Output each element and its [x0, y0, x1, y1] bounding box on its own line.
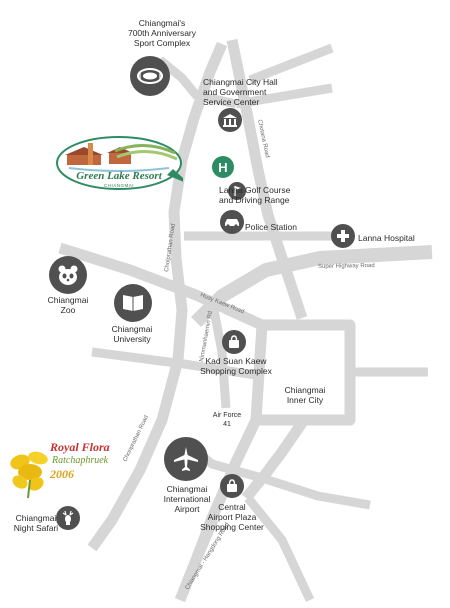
resort-marker[interactable]: H [212, 156, 234, 178]
airplane-icon [164, 437, 208, 481]
label-air-force: Air Force 41 [212, 412, 242, 428]
road-label-superhighway: Super Highway Road [318, 263, 375, 270]
deer-icon [56, 506, 80, 530]
medical-cross-icon [331, 224, 355, 248]
label-golf: Lanna Golf Course and Driving Range [219, 185, 291, 205]
resort-name: Green Lake Resort [76, 170, 162, 182]
royal-flora-flower-logo [10, 451, 48, 499]
road-northeast [248, 43, 334, 85]
shopping-bag-icon [220, 474, 244, 498]
label-airport-plaza: Central Airport Plaza Shopping Center [200, 502, 264, 532]
road-city-hall-east [235, 83, 333, 109]
resort-city: CHIANGMAI [103, 183, 134, 188]
panda-icon [49, 256, 87, 294]
royal-flora-year: 2006 [50, 467, 74, 481]
road-airport-east [241, 416, 309, 502]
label-police: Police Station [245, 222, 297, 232]
label-inner-city: Chiangmai Inner City [284, 385, 326, 405]
road-hangdong [175, 518, 219, 602]
label-zoo: Chiangmai Zoo [47, 295, 89, 315]
government-building-icon [218, 108, 242, 132]
royal-flora-subtitle: Ratchaphruek [52, 455, 109, 466]
road-kad-suan-kaew [91, 347, 263, 381]
road-huay-kaew [58, 242, 265, 331]
royal-flora-title: Royal Flora [50, 440, 110, 454]
stadium-icon [130, 56, 170, 96]
label-university: Chiangmai University [111, 324, 153, 344]
label-city-hall: Chiangmai City Hall and Government Servi… [203, 77, 278, 107]
label-kad-suan-kaew: Kad Suan Kaew Shopping Complex [200, 356, 272, 376]
label-night-safari: Chiangmai Night Safari [13, 513, 59, 533]
label-airport: Chiangmai International Airport [163, 484, 211, 514]
road-sport-complex-link [157, 56, 237, 109]
golf-flag-icon [228, 182, 246, 200]
road-southeast [244, 495, 315, 602]
road-nimman [207, 299, 231, 409]
road-inner-city-moat [250, 319, 356, 426]
police-car-icon [220, 210, 244, 234]
resort-marker-letter: H [218, 159, 228, 175]
resort-logo [56, 136, 183, 190]
label-hospital: Lanna Hospital [358, 233, 415, 243]
open-book-icon [114, 284, 152, 322]
label-sport-complex: Chiangmai's 700th Anniversary Sport Comp… [127, 18, 197, 48]
shopping-bag-icon [222, 330, 246, 354]
